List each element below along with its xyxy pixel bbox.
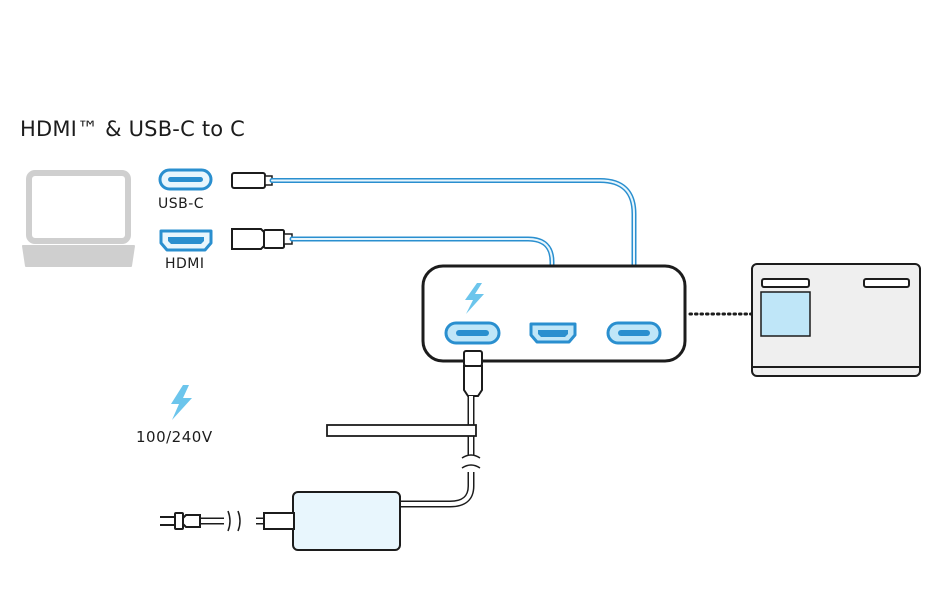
laptop-icon — [22, 170, 135, 267]
hdmi-port-icon — [159, 229, 213, 252]
power-adapter-icon — [292, 491, 401, 551]
dock-hdmi-port — [529, 322, 577, 344]
usb-c-port-icon — [158, 168, 213, 191]
power-plug-icon — [160, 510, 295, 532]
voltage-label: 100/240V — [136, 428, 213, 446]
dock-power-bolt-icon — [465, 283, 484, 314]
dock-hub — [421, 264, 687, 363]
dock-icon — [751, 263, 921, 377]
diagram-title: HDMI™ & USB-C to C — [20, 117, 246, 141]
usb-c-label: USB-C — [158, 196, 205, 212]
power-bolt-icon — [171, 385, 192, 420]
desk-edge — [326, 424, 477, 437]
hdmi-label: HDMI — [165, 256, 205, 272]
